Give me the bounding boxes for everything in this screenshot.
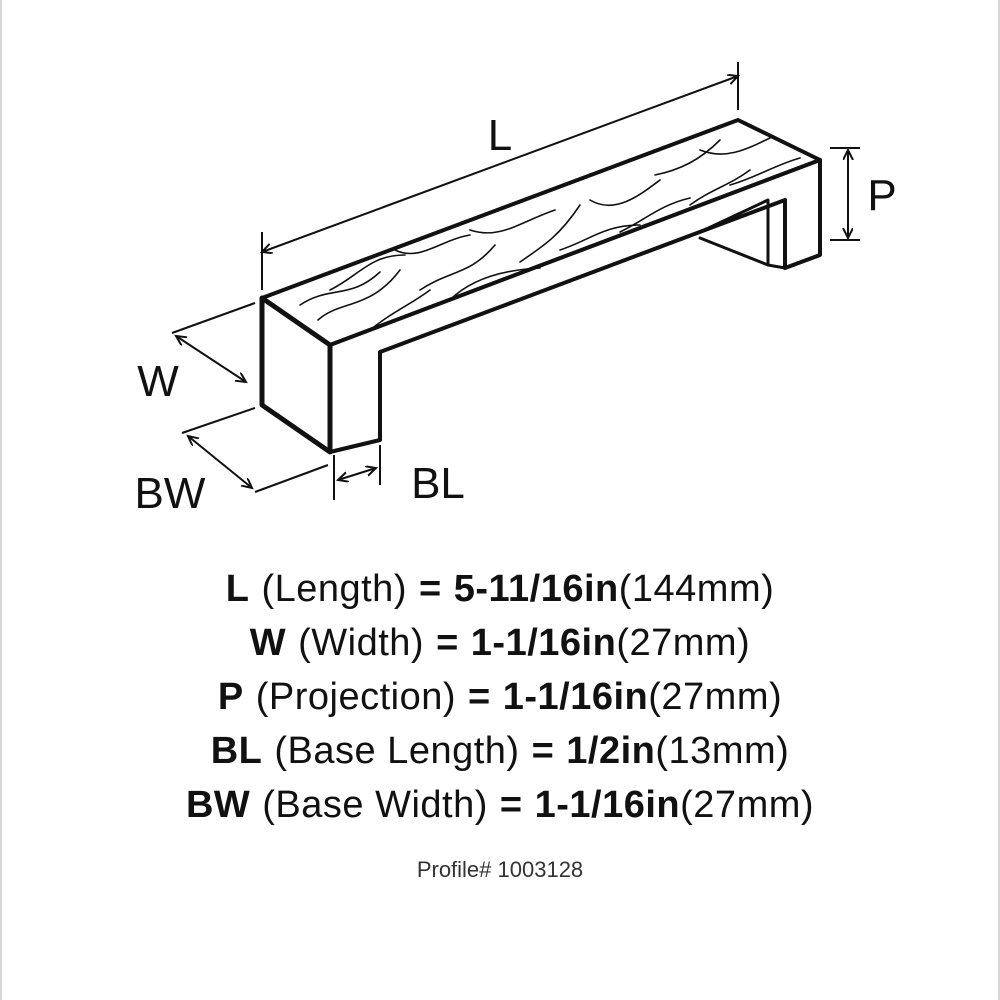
spec-imperial: 1-1/16in	[502, 676, 649, 718]
spec-abbr: P	[217, 676, 244, 718]
profile-number: Profile# 1003128	[416, 857, 584, 882]
spec-metric: (13mm)	[655, 730, 790, 772]
spec-imperial: 1-1/16in	[534, 784, 681, 826]
spec-length: L (Length) = 5-11/16in(144mm)	[0, 562, 1000, 616]
spec-abbr: W	[249, 622, 287, 664]
spec-name: (Width)	[298, 622, 425, 664]
base-width-dimension	[181, 407, 329, 493]
spec-abbr: BL	[210, 730, 263, 772]
length-dimension	[262, 62, 738, 290]
projection-dimension	[830, 147, 860, 241]
spec-metric: (144mm)	[618, 568, 775, 610]
spec-equals: =	[499, 784, 523, 826]
width-label: W	[137, 357, 179, 406]
handle-illustration	[259, 118, 822, 455]
spec-imperial: 1/2in	[566, 730, 656, 772]
spec-equals: =	[418, 568, 442, 610]
spec-name: (Base Length)	[274, 730, 520, 772]
spec-imperial: 1-1/16in	[470, 622, 617, 664]
length-label: L	[488, 111, 512, 160]
spec-metric: (27mm)	[648, 676, 783, 718]
spec-name: (Length)	[261, 568, 407, 610]
right-border	[998, 0, 1000, 1000]
spec-abbr: BW	[185, 784, 251, 826]
base-length-label: BL	[411, 459, 465, 508]
spec-equals: =	[531, 730, 555, 772]
spec-base-length: BL (Base Length) = 1/2in(13mm)	[0, 724, 1000, 778]
spec-projection: P (Projection) = 1-1/16in(27mm)	[0, 670, 1000, 724]
projection-label: P	[867, 171, 896, 220]
spec-equals: =	[468, 676, 491, 718]
base-length-dimension	[333, 445, 381, 500]
spec-metric: (27mm)	[680, 784, 815, 826]
spec-imperial: 5-11/16in	[453, 568, 619, 610]
left-border	[0, 0, 2, 1000]
base-width-label: BW	[135, 469, 206, 518]
width-dimension	[171, 302, 256, 382]
spec-name: (Base Width)	[262, 784, 488, 826]
dimension-specs: L (Length) = 5-11/16in(144mm) W (Width) = 1-1/…	[0, 562, 1000, 832]
spec-name: (Projection)	[255, 676, 457, 718]
spec-base-width: BW (Base Width) = 1-1/16in(27mm)	[0, 778, 1000, 832]
spec-abbr: L	[225, 568, 250, 610]
spec-metric: (27mm)	[616, 622, 751, 664]
cabinet-pull-diagram: L P W BW BL	[135, 62, 897, 518]
spec-width: W (Width) = 1-1/16in(27mm)	[0, 616, 1000, 670]
spec-equals: =	[436, 622, 459, 664]
